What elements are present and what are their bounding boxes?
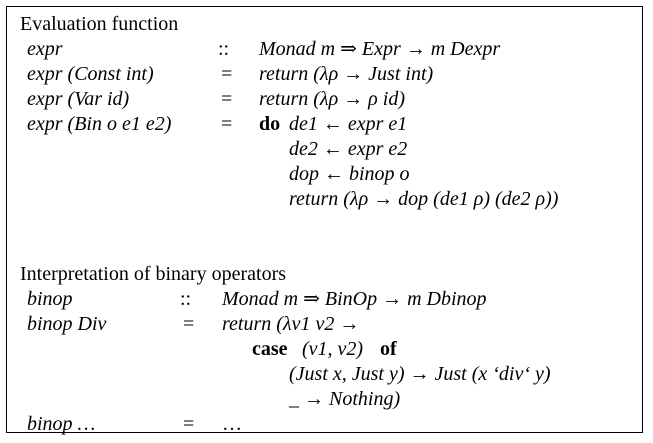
expr-var-rhs: return (λρ → ρ id) (259, 88, 405, 110)
expr-bin-lhs: expr (Bin o e1 e2) (27, 113, 172, 135)
expr-signature-rhs: Monad m ⇒ Expr → m Dexpr (259, 38, 501, 60)
expr-const-rhs: return (λρ → Just int) (259, 63, 434, 85)
binop-signature-rhs: Monad m ⇒ BinOp → m Dbinop (222, 288, 487, 310)
binop-signature-op: :: (180, 288, 192, 310)
expr-signature-lhs: expr (27, 38, 63, 60)
expr-var-lhs: expr (Var id) (27, 88, 130, 110)
expr-const-op: = (221, 63, 233, 85)
expr-const-lhs: expr (Const int) (27, 63, 154, 85)
expr-bin-op: = (221, 113, 233, 135)
binop-rest-rhs: … (222, 413, 242, 435)
case-scrutinee: (v1, v2) (302, 338, 364, 360)
expr-signature-op: :: (218, 38, 230, 60)
expr-var-op: = (221, 88, 233, 110)
expr-bin-bind-de1: de1 ← expr e1 (289, 113, 408, 135)
expr-bin-bind-dop: dop ← binop o (289, 163, 410, 185)
do-keyword: do (259, 113, 281, 135)
of-keyword: of (380, 338, 397, 360)
binop-rest-op: = (183, 413, 195, 435)
expr-bin-bind-de2: de2 ← expr e2 (289, 138, 408, 160)
case-keyword: case (252, 338, 288, 360)
section-heading-binop: Interpretation of binary operators (20, 263, 287, 285)
code-figure-frame (6, 6, 643, 433)
section-heading-evaluation: Evaluation function (20, 13, 179, 35)
expr-bin-return: return (λρ → dop (de1 ρ) (de2 ρ)) (289, 188, 559, 210)
binop-rest-lhs: binop … (27, 413, 96, 435)
case-alt-wildcard: _ → Nothing) (289, 388, 401, 410)
case-alt-just: (Just x, Just y) → Just (x ‘div‘ y) (289, 363, 551, 385)
binop-div-op: = (183, 313, 195, 335)
binop-div-return: return (λv1 v2 → (222, 313, 360, 335)
binop-signature-lhs: binop (27, 288, 73, 310)
binop-div-lhs: binop Div (27, 313, 107, 335)
